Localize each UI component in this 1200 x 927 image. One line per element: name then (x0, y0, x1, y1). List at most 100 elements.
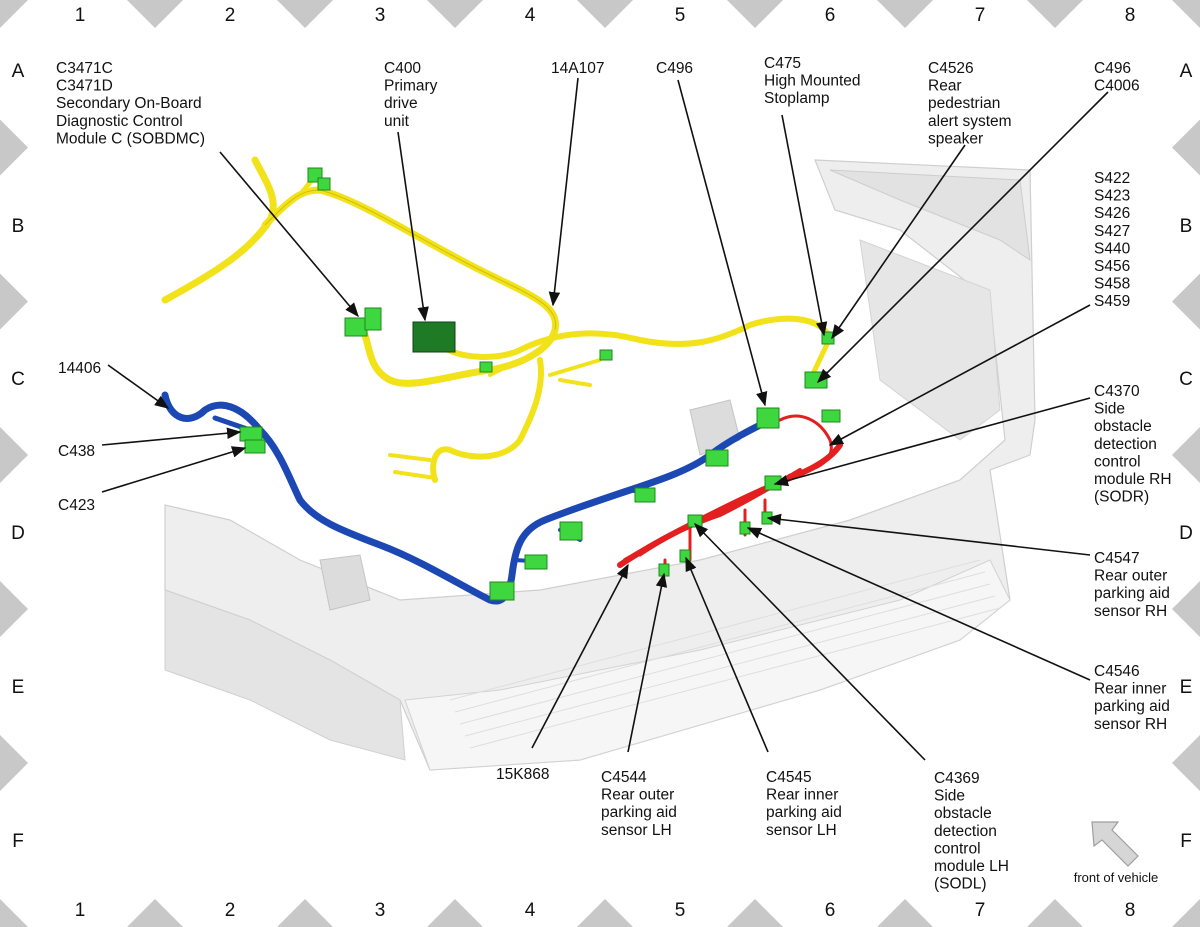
grid-column-label-top: 1 (75, 5, 86, 26)
callout-line: parking aid (1094, 585, 1170, 602)
leader-c4370 (773, 397, 1091, 487)
leader-splices (828, 304, 1091, 446)
leader-15k868 (531, 563, 629, 749)
callout-line: Rear inner (1094, 681, 1166, 698)
callout-line: detection (934, 823, 997, 840)
callout-line: speaker (928, 130, 983, 147)
callout-line: C4006 (1094, 78, 1140, 95)
border-diamond-top (127, 0, 183, 28)
connector-blue-5 (489, 581, 515, 601)
callout-line: S426 (1094, 205, 1130, 222)
border-diamond-bottom (127, 899, 183, 927)
leader-c475 (781, 114, 828, 337)
grid-column-label-top: 6 (825, 5, 836, 26)
grid-column-label-top: 4 (525, 5, 536, 26)
connector-blue-4 (524, 554, 548, 570)
callout-c4370: C4370Sideobstacledetectioncontrolmodule … (1094, 383, 1172, 506)
grid-row-label-left: D (11, 523, 25, 544)
callout-line: (SODR) (1094, 489, 1149, 506)
border-diamond-right (1172, 273, 1200, 330)
grid-row-label-left: E (12, 677, 25, 698)
border-diamond-bottom (877, 899, 933, 927)
grid-column-label-bottom: 7 (975, 900, 986, 921)
connector-blue-3 (559, 521, 583, 541)
leader-c4526 (831, 144, 966, 340)
callout-line: Module C (SOBDMC) (56, 130, 205, 147)
callout-line: obstacle (1094, 418, 1152, 435)
callout-h15k868: 15K868 (496, 766, 549, 783)
callout-line: Side (934, 788, 965, 805)
border-diamond-left (0, 273, 28, 330)
callout-line: detection (1094, 436, 1157, 453)
border-diamond-bottom (0, 899, 28, 927)
front-of-vehicle-label: front of vehicle (1074, 870, 1159, 885)
border-diamond-top (727, 0, 783, 28)
connector-red-top (821, 409, 841, 423)
border-diamond-left (0, 427, 28, 483)
callout-line: C423 (58, 497, 95, 514)
callout-line: Secondary On-Board (56, 95, 202, 112)
border-diamond-top (1027, 0, 1083, 28)
leader-c4545 (685, 556, 769, 753)
callout-line: C496 (1094, 60, 1131, 77)
leader-c423 (101, 446, 247, 493)
callout-line: 15K868 (496, 766, 549, 783)
connector-c4545 (679, 549, 691, 563)
grid-row-label-right: E (1180, 677, 1193, 698)
callout-line: sensor LH (766, 822, 837, 839)
grid-column-label-top: 3 (375, 5, 386, 26)
grid-column-label-bottom: 3 (375, 900, 386, 921)
leader-c3471 (219, 151, 359, 318)
grid-row-label-right: C (1179, 369, 1193, 390)
grid-column-label-top: 8 (1125, 5, 1136, 26)
callout-line: C400 (384, 60, 421, 77)
callout-line: Rear outer (601, 787, 674, 804)
grid-column-label-bottom: 2 (225, 900, 236, 921)
grid-row-label-right: F (1180, 831, 1192, 852)
border-diamond-bottom (277, 899, 333, 927)
connector-c4369 (687, 514, 703, 528)
callout-line: C4545 (766, 769, 812, 786)
connectors (239, 167, 841, 601)
leader-lines (101, 77, 1109, 761)
callout-line: parking aid (1094, 698, 1170, 715)
grid-column-label-bottom: 8 (1125, 900, 1136, 921)
connector-c400 (412, 321, 456, 353)
callout-line: C4544 (601, 769, 647, 786)
callout-line: S423 (1094, 188, 1130, 205)
connector-14a107-branch (307, 167, 331, 191)
leader-14a107 (548, 77, 579, 307)
grid-row-label-left: B (12, 216, 25, 237)
yellow-harness-outline (264, 189, 557, 331)
callout-c438: C438 (58, 443, 95, 460)
border-diamond-right (1172, 735, 1200, 791)
connector-c438 (239, 426, 263, 442)
grid-column-label-top: 7 (975, 5, 986, 26)
leader-c496-top (677, 79, 768, 407)
callout-line: parking aid (601, 804, 677, 821)
callout-h14a107: 14A107 (551, 60, 604, 77)
border-diamond-top (1172, 0, 1200, 28)
front-of-vehicle-indicator: front of vehicle (1074, 821, 1159, 885)
callout-line: alert system (928, 113, 1012, 130)
connector-yellow-small-2 (479, 361, 493, 373)
grid-row-label-right: A (1180, 61, 1193, 82)
callout-line: C3471D (56, 78, 113, 95)
callout-line: parking aid (766, 804, 842, 821)
callout-line: (SODL) (934, 876, 987, 893)
connector-c496-c4006 (804, 371, 828, 389)
callout-line: sensor RH (1094, 603, 1167, 620)
callout-line: S422 (1094, 170, 1130, 187)
callout-c423: C423 (58, 497, 95, 514)
grid-column-label-bottom: 1 (75, 900, 86, 921)
callout-line: sensor LH (601, 822, 672, 839)
callout-line: Rear outer (1094, 568, 1167, 585)
grid-row-label-left: C (11, 369, 25, 390)
